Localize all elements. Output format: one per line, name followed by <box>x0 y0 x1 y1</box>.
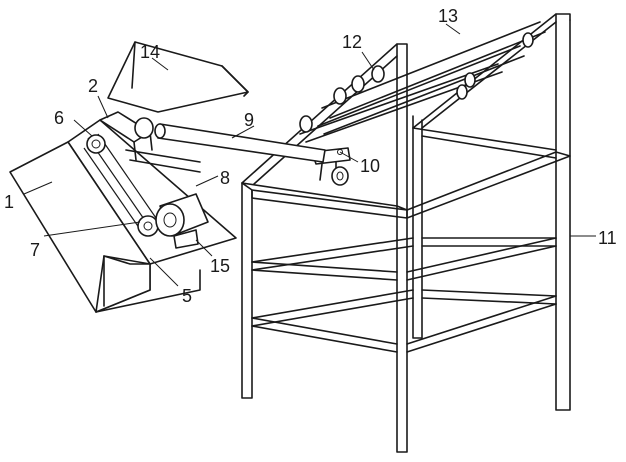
leader-2 <box>97 95 109 119</box>
frame-leg-front-left <box>241 182 253 399</box>
frame-upper-back-beam <box>412 127 557 159</box>
base-box-bottom <box>95 269 201 313</box>
long-shaft <box>154 123 326 163</box>
sprocket-upper <box>86 134 106 154</box>
frame-leg-back-right <box>555 13 571 411</box>
frame-middle-back-beam <box>421 237 557 247</box>
frame-lower-left-beam <box>251 289 414 327</box>
label-2: 2 <box>88 76 98 96</box>
label-11: 11 <box>598 228 617 248</box>
sprocket-lower <box>137 215 159 237</box>
roller-bearing-5 <box>464 72 476 88</box>
roller-bearing-1 <box>371 65 385 83</box>
frame-middle-right-beam <box>406 237 557 281</box>
frame-lower-back-beam <box>421 289 557 305</box>
label-1: 1 <box>4 192 14 212</box>
sprocket-upper-hub <box>91 139 101 149</box>
bearing-hub <box>134 117 154 139</box>
base-box-edges <box>103 255 151 307</box>
clamp-bolt-2 <box>337 149 343 155</box>
frame-lower-right-beam <box>406 295 557 353</box>
label-8: 8 <box>220 168 230 188</box>
label-9: 9 <box>244 110 254 130</box>
label-14: 14 <box>140 42 160 62</box>
leader-8 <box>195 175 219 187</box>
roller-bearing-6 <box>456 84 468 100</box>
frame-roof-front-left <box>241 43 408 211</box>
roller-middle <box>317 45 525 135</box>
frame-roof-back <box>412 13 571 129</box>
clamp-roller <box>331 166 349 186</box>
clamp-roller-hub <box>336 171 344 181</box>
leader-7 <box>43 221 141 237</box>
roller-bearing-7 <box>522 32 534 48</box>
chain-belt-inner <box>83 147 143 233</box>
leader-5 <box>149 257 179 287</box>
frame-leg-back-left <box>412 115 423 339</box>
label-15: 15 <box>210 256 230 276</box>
label-10: 10 <box>360 156 380 176</box>
frame-middle-front-beam <box>251 261 398 281</box>
label-5: 5 <box>182 286 192 306</box>
leader-10 <box>339 151 359 163</box>
shaft-end <box>154 123 166 139</box>
motor-foot <box>173 229 199 249</box>
label-7: 7 <box>30 240 40 260</box>
roller-assembly <box>299 21 546 143</box>
leader-1 <box>23 181 53 195</box>
frame-top-front-beam-side <box>251 189 408 219</box>
leader-6 <box>73 119 93 137</box>
frame-middle-left-beam <box>251 237 414 271</box>
motor-shaft <box>163 212 177 228</box>
cover-panel <box>107 41 249 113</box>
label-6: 6 <box>54 108 64 128</box>
plate-shafts <box>125 149 201 173</box>
roller-bearing-4 <box>299 115 313 133</box>
leader-13 <box>445 23 461 35</box>
cover-edges <box>131 41 249 97</box>
top-cover <box>107 41 249 113</box>
frame-lower-front-beam <box>251 317 398 353</box>
label-12: 12 <box>342 32 362 52</box>
roller-bearing-3 <box>333 87 347 105</box>
callout-labels: 1 2 5 6 7 8 9 10 11 12 13 14 15 <box>4 6 617 306</box>
frame-roof-back-inner <box>421 21 557 129</box>
leader-9 <box>231 125 255 139</box>
base-box-front <box>95 255 151 313</box>
frame-top-right-beam <box>406 151 571 219</box>
motor-face <box>155 203 185 237</box>
frame-leg-front-right <box>396 205 408 453</box>
sprocket-lower-hub <box>143 221 153 231</box>
roller-top <box>321 21 546 119</box>
leader-lines <box>23 23 596 287</box>
label-13: 13 <box>438 6 458 26</box>
frame-top-front-beam <box>241 182 408 211</box>
leader-14 <box>151 57 169 71</box>
frame-structure <box>241 13 571 453</box>
roller-bearing-2 <box>351 75 365 93</box>
leader-12 <box>361 51 375 71</box>
leader-15 <box>195 239 213 257</box>
